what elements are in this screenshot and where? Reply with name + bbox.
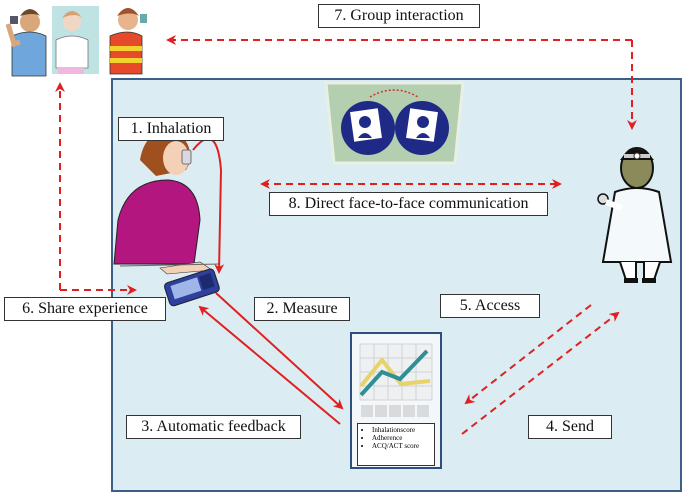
step-5-access-label: 5. Access: [440, 294, 540, 318]
feedback-arrow: [198, 305, 341, 425]
step-4-send-label: 4. Send: [528, 415, 612, 439]
peer-boy-blue-shirt: [5, 9, 47, 77]
step-1-inhalation-label: 1. Inhalation: [118, 117, 224, 141]
peer-woman-white-shirt: [52, 6, 99, 74]
step-2-measure-label: 2. Measure: [254, 297, 350, 321]
step-7-group-label: 7. Group interaction: [318, 4, 480, 28]
report-line-yellow: [359, 356, 431, 388]
report-bars: [361, 405, 429, 417]
video-call-icon: [324, 81, 465, 165]
patient-icon: [113, 131, 221, 275]
step-8-face-to-face-label: 8. Direct face-to-face communication: [269, 192, 548, 216]
report-item-inhalation: Inhalationscore: [372, 426, 432, 434]
step-3-feedback-label: 3. Automatic feedback: [126, 415, 301, 439]
step-6-share-label: 6. Share experience: [4, 297, 166, 321]
doctor-icon: [597, 147, 673, 283]
report-line-teal: [359, 349, 429, 397]
send-arrow: [461, 311, 620, 435]
report-legend: Inhalationscore Adherence ACQ/ACT score: [357, 423, 435, 466]
inhalation-arrow: [192, 137, 225, 274]
access-arrow: [464, 304, 592, 405]
peer-boy-striped-shirt: [109, 8, 147, 75]
measure-arrow: [215, 292, 344, 410]
peer-group-icon: [5, 6, 147, 77]
report-item-acq-act: ACQ/ACT score: [372, 442, 432, 450]
smartphone-icon: [164, 268, 220, 307]
report-item-adherence: Adherence: [372, 434, 432, 442]
